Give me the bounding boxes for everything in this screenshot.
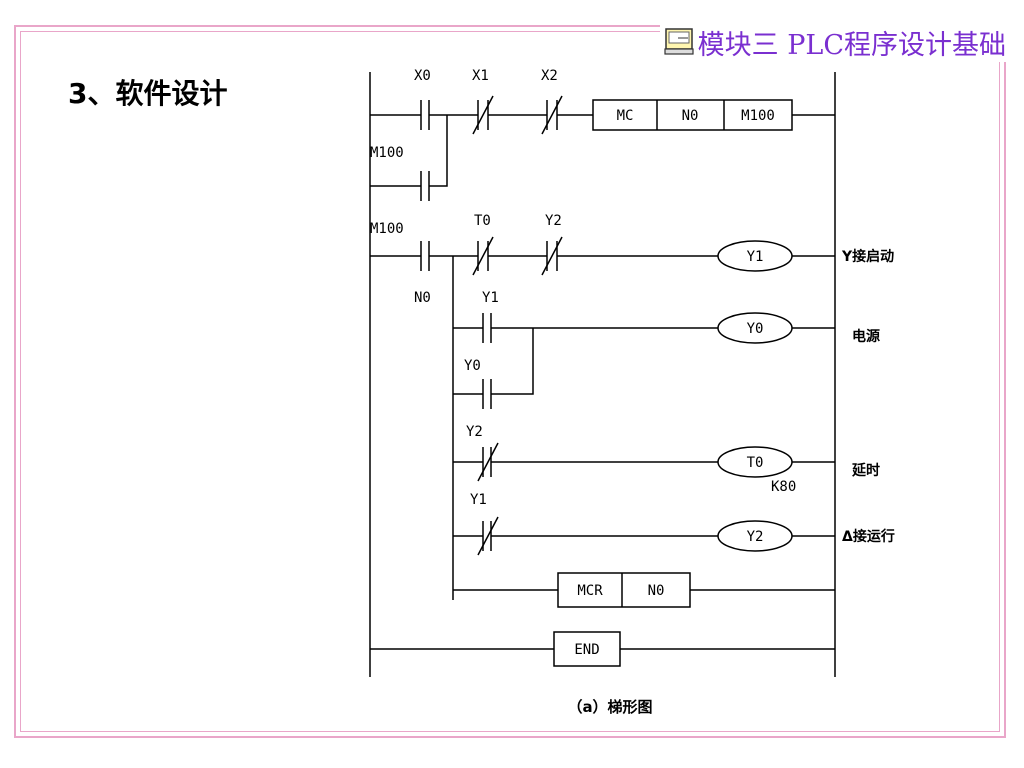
comment-delta-run: Δ接运行 bbox=[842, 528, 895, 545]
mc-command: MC bbox=[617, 108, 634, 124]
contact-y2-label: Y2 bbox=[545, 213, 562, 229]
ladder-diagram: X0 X1 X2 M100 MC N0 M100 M100 N0 T0 Y2 Y… bbox=[369, 68, 895, 716]
rung-5 bbox=[453, 516, 835, 556]
mc-contact-label-top: M100 bbox=[370, 221, 404, 237]
diagram-caption: （a）梯形图 bbox=[567, 698, 652, 716]
rung-4 bbox=[453, 442, 835, 482]
coil-y2: Y2 bbox=[747, 529, 764, 545]
contact-y1-nc-label: Y1 bbox=[470, 492, 487, 508]
contact-t0-label: T0 bbox=[474, 213, 491, 229]
comment-delay: 延时 bbox=[851, 462, 880, 479]
coil-t0: T0 bbox=[747, 455, 764, 471]
mc-master-contact bbox=[370, 241, 454, 600]
computer-monitor-icon bbox=[664, 28, 694, 55]
coil-y0: Y0 bbox=[747, 321, 764, 337]
rung-1 bbox=[370, 95, 835, 201]
contact-x0-label: X0 bbox=[414, 68, 431, 84]
mc-device: M100 bbox=[741, 108, 775, 124]
mcr-nest-level: N0 bbox=[648, 583, 665, 599]
rung-3 bbox=[453, 312, 835, 409]
mcr-command: MCR bbox=[577, 583, 603, 599]
section-title: 3、软件设计 bbox=[68, 77, 228, 110]
contact-x2-label: X2 bbox=[541, 68, 558, 84]
contact-y2-nc-label: Y2 bbox=[466, 424, 483, 440]
contact-x1-label: X1 bbox=[472, 68, 489, 84]
end-command: END bbox=[574, 642, 599, 658]
coil-y1: Y1 bbox=[747, 249, 764, 265]
mcr-rung bbox=[453, 572, 835, 608]
slide-frame-outer bbox=[14, 25, 1006, 738]
mc-nest-level: N0 bbox=[682, 108, 699, 124]
contact-y1-label: Y1 bbox=[482, 290, 499, 306]
comment-power: 电源 bbox=[852, 328, 880, 345]
contact-y0-label: Y0 bbox=[464, 358, 481, 374]
timer-setting: K80 bbox=[771, 479, 796, 495]
contact-m100-label: M100 bbox=[370, 145, 404, 161]
mc-contact-label-bottom: N0 bbox=[414, 290, 431, 306]
comment-y-start: Y接启动 bbox=[841, 248, 894, 265]
slide-header: 模块三 PLC程序设计基础 bbox=[659, 22, 1006, 62]
end-rung bbox=[370, 631, 835, 667]
slide-frame-inner bbox=[20, 31, 1000, 732]
module-title: 模块三 PLC程序设计基础 bbox=[697, 29, 1006, 61]
rung-2 bbox=[453, 236, 835, 276]
